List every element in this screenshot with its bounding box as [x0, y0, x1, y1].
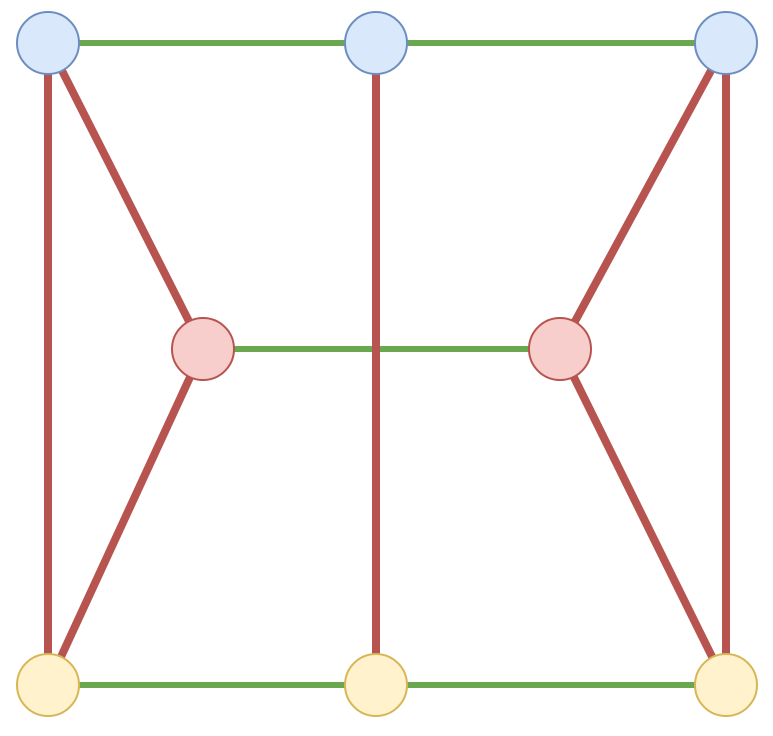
edge-middle-right-to-bottom-right	[556, 347, 730, 687]
node-top-center	[344, 11, 408, 75]
node-top-right	[694, 11, 758, 75]
edges-layer	[44, 40, 730, 688]
node-bottom-left	[16, 653, 80, 717]
node-bottom-right	[694, 653, 758, 717]
nodes-layer	[16, 11, 758, 717]
node-bottom-center	[344, 653, 408, 717]
node-top-left	[16, 11, 80, 75]
edge-top-left-to-middle-left	[44, 41, 207, 351]
edge-middle-left-to-bottom-left	[44, 347, 207, 687]
edge-top-right-to-middle-right	[556, 41, 730, 351]
node-middle-left	[171, 317, 235, 381]
node-middle-right	[528, 317, 592, 381]
